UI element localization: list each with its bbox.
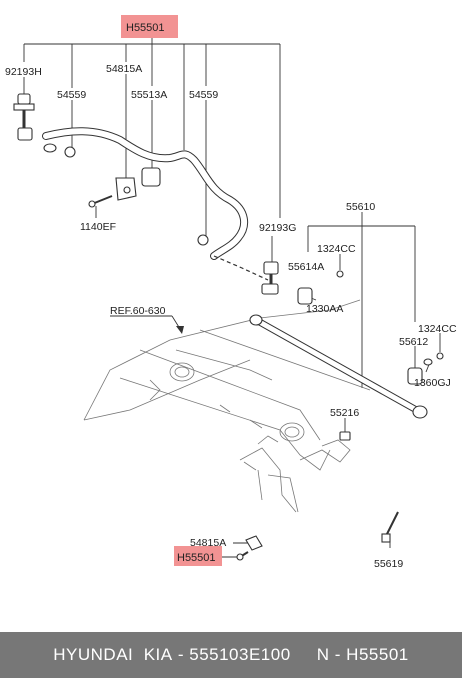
label-54815a-bottom[interactable]: 54815A [190,537,226,549]
label-55619[interactable]: 55619 [374,558,403,570]
highlight-box-bottom [174,546,222,566]
footer-brand: HYUNDAI KIA [53,645,173,664]
parts-diagram: H55501 H55501 92193H 54559 54815A 55513A… [5,15,457,570]
subframe-sketch [83,299,371,513]
stabilizer-bar [42,127,269,281]
label-55612[interactable]: 55612 [399,336,428,348]
label-1324cc-top[interactable]: 1324CC [317,243,356,255]
label-92193h[interactable]: 92193H [5,66,42,78]
leader-lines [23,38,441,558]
label-55513a[interactable]: 55513A [131,89,167,101]
footer-gap [291,645,317,665]
label-1360gj[interactable]: 1360GJ [414,377,451,389]
label-1140ef[interactable]: 1140EF [80,221,116,233]
label-54559-left[interactable]: 54559 [57,89,86,101]
footer-oem-number: 555103E100 [189,645,291,664]
label-54815a-top[interactable]: 54815A [106,63,142,75]
label-55216[interactable]: 55216 [330,407,359,419]
label-h55501-bottom[interactable]: H55501 [177,552,216,564]
label-92193g[interactable]: 92193G [259,222,296,234]
footer-separator: - [172,645,190,664]
highlight-box-top [121,15,178,38]
label-55614a[interactable]: 55614A [288,261,324,273]
footer-bar: HYUNDAI KIA - 555103E100 N - H55501 [0,632,462,678]
label-55610[interactable]: 55610 [346,201,375,213]
label-h55501-top[interactable]: H55501 [126,22,165,34]
label-54559-right[interactable]: 54559 [189,89,218,101]
label-ref-60-630[interactable]: REF.60-630 [110,305,166,317]
lateral-rod [249,314,428,419]
footer-cross-ref: N - H55501 [316,645,409,664]
label-1324cc-right[interactable]: 1324CC [418,323,457,335]
small-parts [13,93,444,561]
label-1330aa[interactable]: 1330AA [306,303,343,315]
